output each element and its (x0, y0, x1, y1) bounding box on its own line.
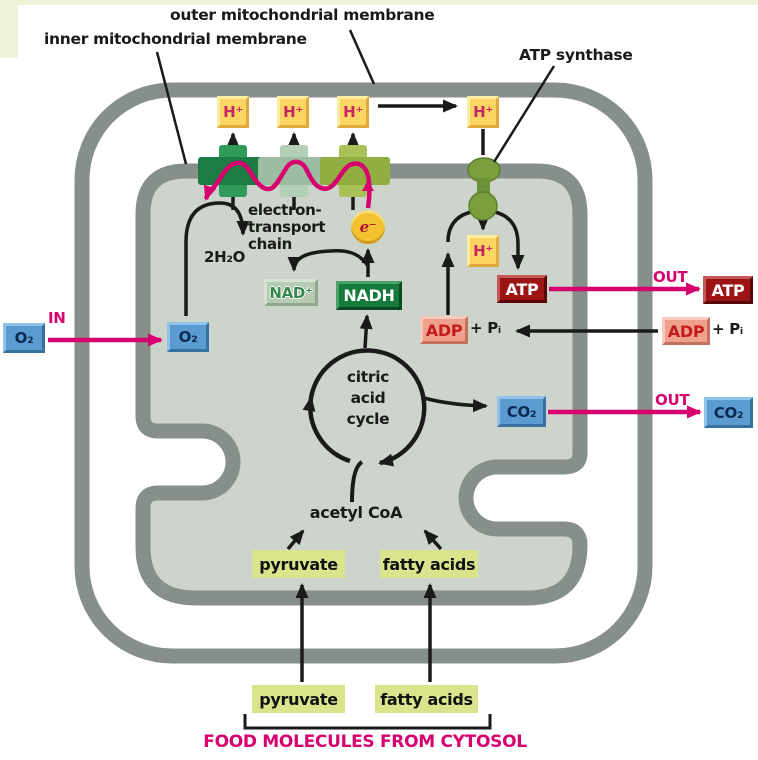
etc-label: electron- transport chain (248, 201, 326, 253)
etc-protein-1 (198, 145, 266, 197)
cycle-label-line2: acid (350, 389, 386, 407)
page-edge-tint (0, 0, 758, 5)
inner-membrane-label: inner mitochondrial membrane (44, 30, 307, 48)
acetyl-coa-label: acetyl CoA (309, 503, 403, 522)
o2-box-outside: O₂ (3, 323, 45, 353)
h-plus-box-1: H⁺ (217, 96, 249, 128)
etc-label-line1: electron- (248, 201, 322, 219)
electron-wave-up-arrowhead (362, 180, 374, 191)
o2-box-inside: O₂ (167, 322, 209, 352)
out-label-co2: OUT (655, 391, 690, 409)
cycle-label-line1: citric (346, 368, 390, 386)
electron-badge: e⁻ (351, 210, 385, 244)
adp-box-outside: ADP (662, 317, 710, 345)
fatty-acids-box-inside: fatty acids (380, 550, 478, 578)
adp-box-inside: ADP (420, 316, 468, 344)
inner-membrane (135, 163, 588, 606)
nad-plus-box: NAD⁺ (264, 279, 318, 306)
atp-synthase-graphic (467, 157, 501, 221)
plus-pi-outer-label: + Pᵢ (712, 320, 743, 338)
magenta-arrows (48, 159, 702, 419)
outer-membrane-label: outer mitochondrial membrane (170, 6, 435, 24)
nadh-box: NADH (336, 281, 402, 310)
co2-box-outside: CO₂ (704, 397, 753, 428)
food-caption: FOOD MOLECULES FROM CYTOSOL (203, 732, 527, 752)
atp-box-outside: ATP (703, 276, 753, 304)
h-plus-box-2: H⁺ (277, 96, 309, 128)
in-label: IN (48, 309, 66, 327)
etc-label-line2: transport (248, 218, 326, 236)
h-plus-box-3: H⁺ (337, 96, 369, 128)
citric-cycle-label: citric acid cycle (318, 367, 418, 430)
black-arrows (184, 99, 658, 730)
page-corner-tint (0, 0, 18, 58)
atp-box-inside: ATP (497, 275, 547, 303)
cycle-label-line3: cycle (346, 410, 390, 428)
pyruvate-box-outside: pyruvate (252, 685, 345, 713)
water-label: 2H₂O (204, 248, 246, 266)
atp-synthase-label: ATP synthase (519, 46, 633, 64)
h-plus-box-matrix: H⁺ (467, 235, 499, 267)
leader-lines (155, 29, 556, 165)
fatty-acids-box-outside: fatty acids (375, 685, 478, 713)
pyruvate-box-inside: pyruvate (252, 550, 345, 578)
h-plus-box-4: H⁺ (467, 96, 499, 128)
co2-box-inside: CO₂ (497, 396, 546, 427)
plus-pi-inner-label: + Pᵢ (470, 319, 501, 337)
out-label-atp: OUT (653, 268, 688, 286)
etc-label-line3: chain (248, 235, 293, 253)
electron-wave-arrow (203, 159, 372, 209)
outer-membrane (74, 82, 653, 664)
